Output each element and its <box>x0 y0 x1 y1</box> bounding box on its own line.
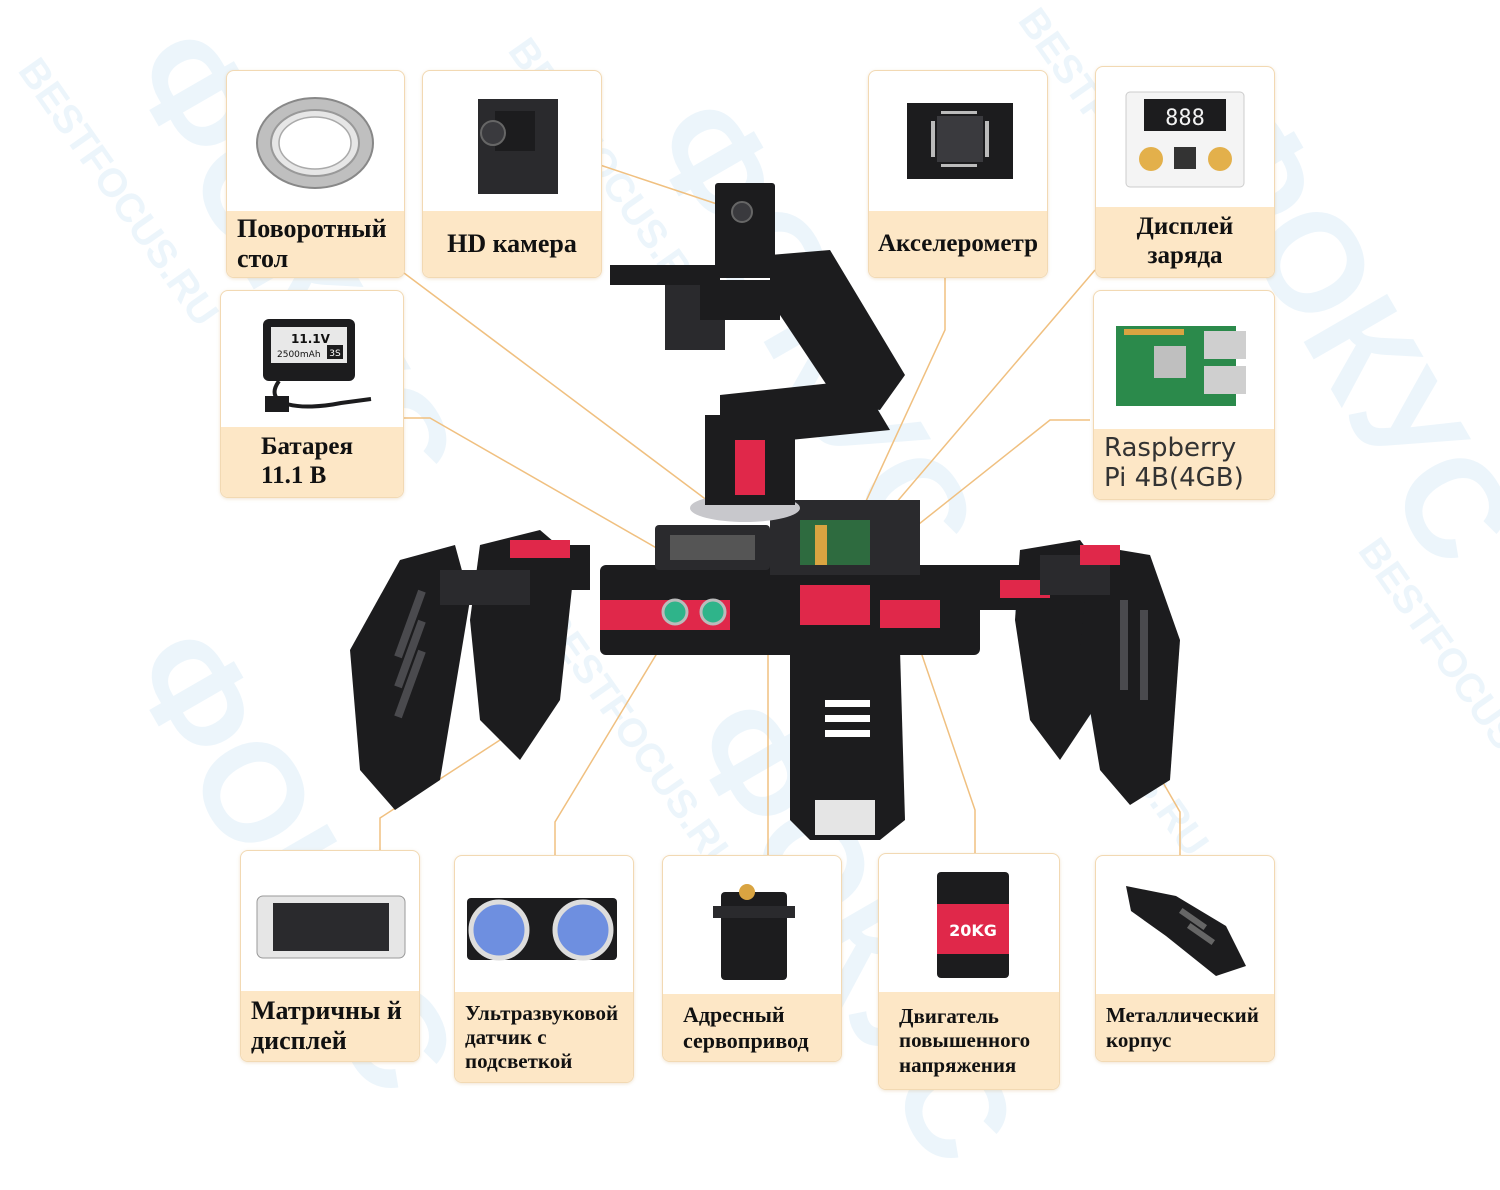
leader-line-camera <box>599 164 721 206</box>
battery-capacity-text: 2500mAh <box>277 350 321 360</box>
leader-line-ultrasonic <box>554 639 666 855</box>
card-camera: HD камера <box>422 70 602 278</box>
card-servo: Адресный сервопривод <box>662 855 842 1062</box>
display-digits: 888 <box>1165 106 1205 131</box>
card-accelerometer: Акселерометр <box>868 70 1048 278</box>
label-battery: Батарея 11.1 В <box>221 427 403 497</box>
leader-line-battery <box>400 417 661 551</box>
servo-image <box>663 856 841 994</box>
robot-arm <box>610 183 905 522</box>
bearing-icon <box>256 97 374 189</box>
card-motor: 20KG Двигатель повышенного напряжения <box>878 853 1060 1090</box>
front-leg-right <box>960 545 1180 805</box>
camera-icon <box>478 99 558 194</box>
front-plate <box>790 650 905 840</box>
leader-line-matrix <box>379 739 501 850</box>
motor-image: 20KG <box>879 854 1059 992</box>
accelerometer-image <box>869 71 1047 211</box>
battery-tag-text: 3S <box>329 349 341 359</box>
leader-line-turntable <box>399 269 721 511</box>
raspberry-board-icon <box>1116 326 1246 406</box>
ultrasonic-sensor-icon <box>467 898 617 961</box>
motor-icon: 20KG <box>937 872 1009 978</box>
matrix-image <box>241 851 419 991</box>
card-turntable: Поворотный стол <box>226 70 405 278</box>
battery-voltage-text: 11.1V <box>291 332 331 346</box>
battery-image: 11.1V 2500mAh 3S <box>221 291 403 427</box>
diagram-stage: ФОКУС ФОКУС ФОКУС ФОКУС ФОКУС BESTFOCUS.… <box>10 0 1500 1189</box>
label-accelerometer: Акселерометр <box>869 211 1047 277</box>
leader-line-accelerometer <box>854 275 946 526</box>
card-body: Металлический корпус <box>1095 855 1275 1062</box>
leader-line-charge-display <box>859 269 1096 546</box>
front-leg-left <box>350 540 590 810</box>
ultrasonic-image <box>455 856 633 992</box>
matrix-display-icon <box>256 895 406 959</box>
body-image <box>1096 856 1274 994</box>
leader-line-motor <box>909 619 976 855</box>
chip-icon <box>907 103 1013 179</box>
label-charge-display: Дисплей заряда <box>1096 207 1274 277</box>
leader-lines <box>379 164 1181 855</box>
label-ultrasonic: Ультразвуковой датчик с подсветкой <box>455 992 633 1082</box>
label-raspberry: Raspberry Pi 4B(4GB) <box>1094 429 1274 499</box>
leader-line-raspberry <box>879 419 1090 556</box>
servo-icon <box>713 884 795 980</box>
motor-spec-text: 20KG <box>949 921 997 940</box>
display-board-icon: 888 <box>1125 91 1245 188</box>
robot-illustration <box>350 183 1180 840</box>
label-camera: HD камера <box>423 211 601 277</box>
label-servo: Адресный сервопривод <box>663 994 841 1061</box>
label-matrix: Матричны й дисплей <box>241 991 419 1061</box>
label-body: Металлический корпус <box>1096 994 1274 1061</box>
robot-body <box>600 500 980 655</box>
card-raspberry: Raspberry Pi 4B(4GB) <box>1093 290 1275 500</box>
battery-icon: 11.1V 2500mAh 3S <box>263 319 372 412</box>
card-ultrasonic: Ультразвуковой датчик с подсветкой <box>454 855 634 1083</box>
bearing-image <box>227 71 404 211</box>
raspberry-image <box>1094 291 1274 429</box>
card-battery: 11.1V 2500mAh 3S Батарея 11.1 В <box>220 290 404 498</box>
label-turntable: Поворотный стол <box>227 211 404 277</box>
camera-image <box>423 71 601 211</box>
card-matrix: Матричны й дисплей <box>240 850 420 1062</box>
label-motor: Двигатель повышенного напряжения <box>879 992 1059 1089</box>
metal-bracket-icon <box>1126 886 1246 976</box>
card-charge-display: 888 Дисплей заряда <box>1095 66 1275 278</box>
charge-display-image: 888 <box>1096 67 1274 207</box>
